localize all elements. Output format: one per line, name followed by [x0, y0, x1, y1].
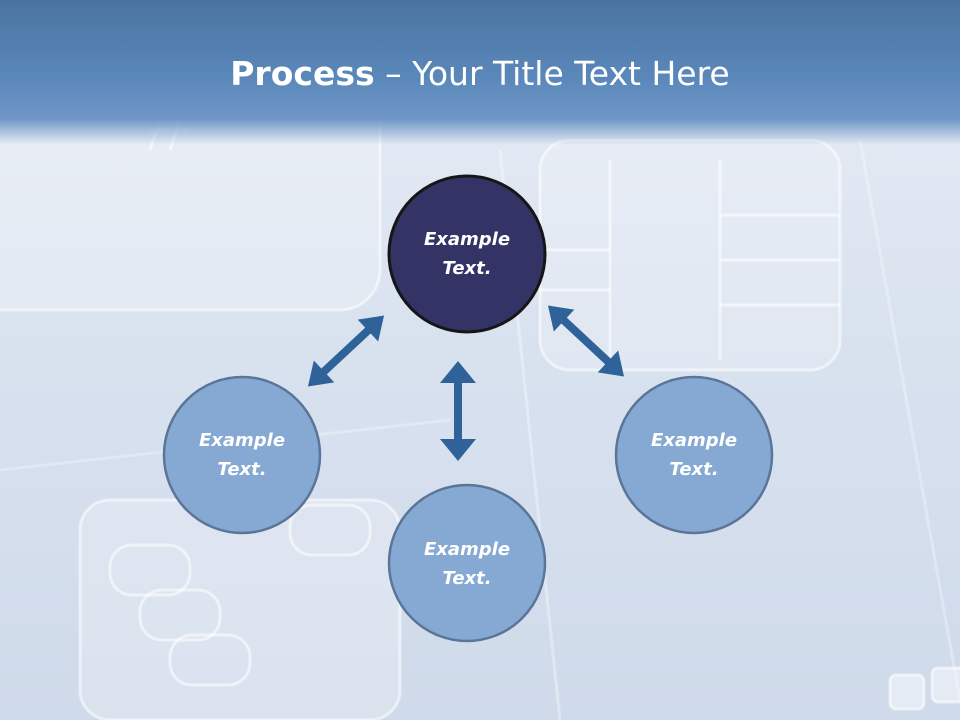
node-left-line2: Text. — [217, 459, 267, 480]
title-rest: Your Title Text Here — [412, 54, 730, 93]
node-bottom-line1: Example — [423, 539, 511, 560]
arrow-top-left — [307, 315, 385, 387]
node-left-text: Example Text. — [164, 426, 320, 484]
title-bar — [0, 0, 960, 145]
node-top-line1: Example — [423, 229, 511, 250]
node-top-line2: Text. — [442, 258, 492, 279]
slide-title: Process – Your Title Text Here — [0, 52, 960, 96]
arrow-top-right — [547, 305, 625, 377]
node-left-circle — [162, 375, 322, 535]
node-right-circle — [614, 375, 774, 535]
node-left-line1: Example — [198, 430, 286, 451]
node-right-line2: Text. — [669, 459, 719, 480]
node-bottom-line2: Text. — [442, 568, 492, 589]
node-bottom-circle — [387, 483, 547, 643]
node-right-text: Example Text. — [616, 426, 772, 484]
node-top-text: Example Text. — [389, 225, 545, 283]
node-top-circle — [387, 174, 547, 334]
arrow-vertical — [440, 361, 476, 461]
node-bottom-text: Example Text. — [389, 535, 545, 593]
node-right-line1: Example — [650, 430, 738, 451]
title-dash: – — [374, 54, 413, 93]
title-bold: Process — [230, 54, 375, 93]
